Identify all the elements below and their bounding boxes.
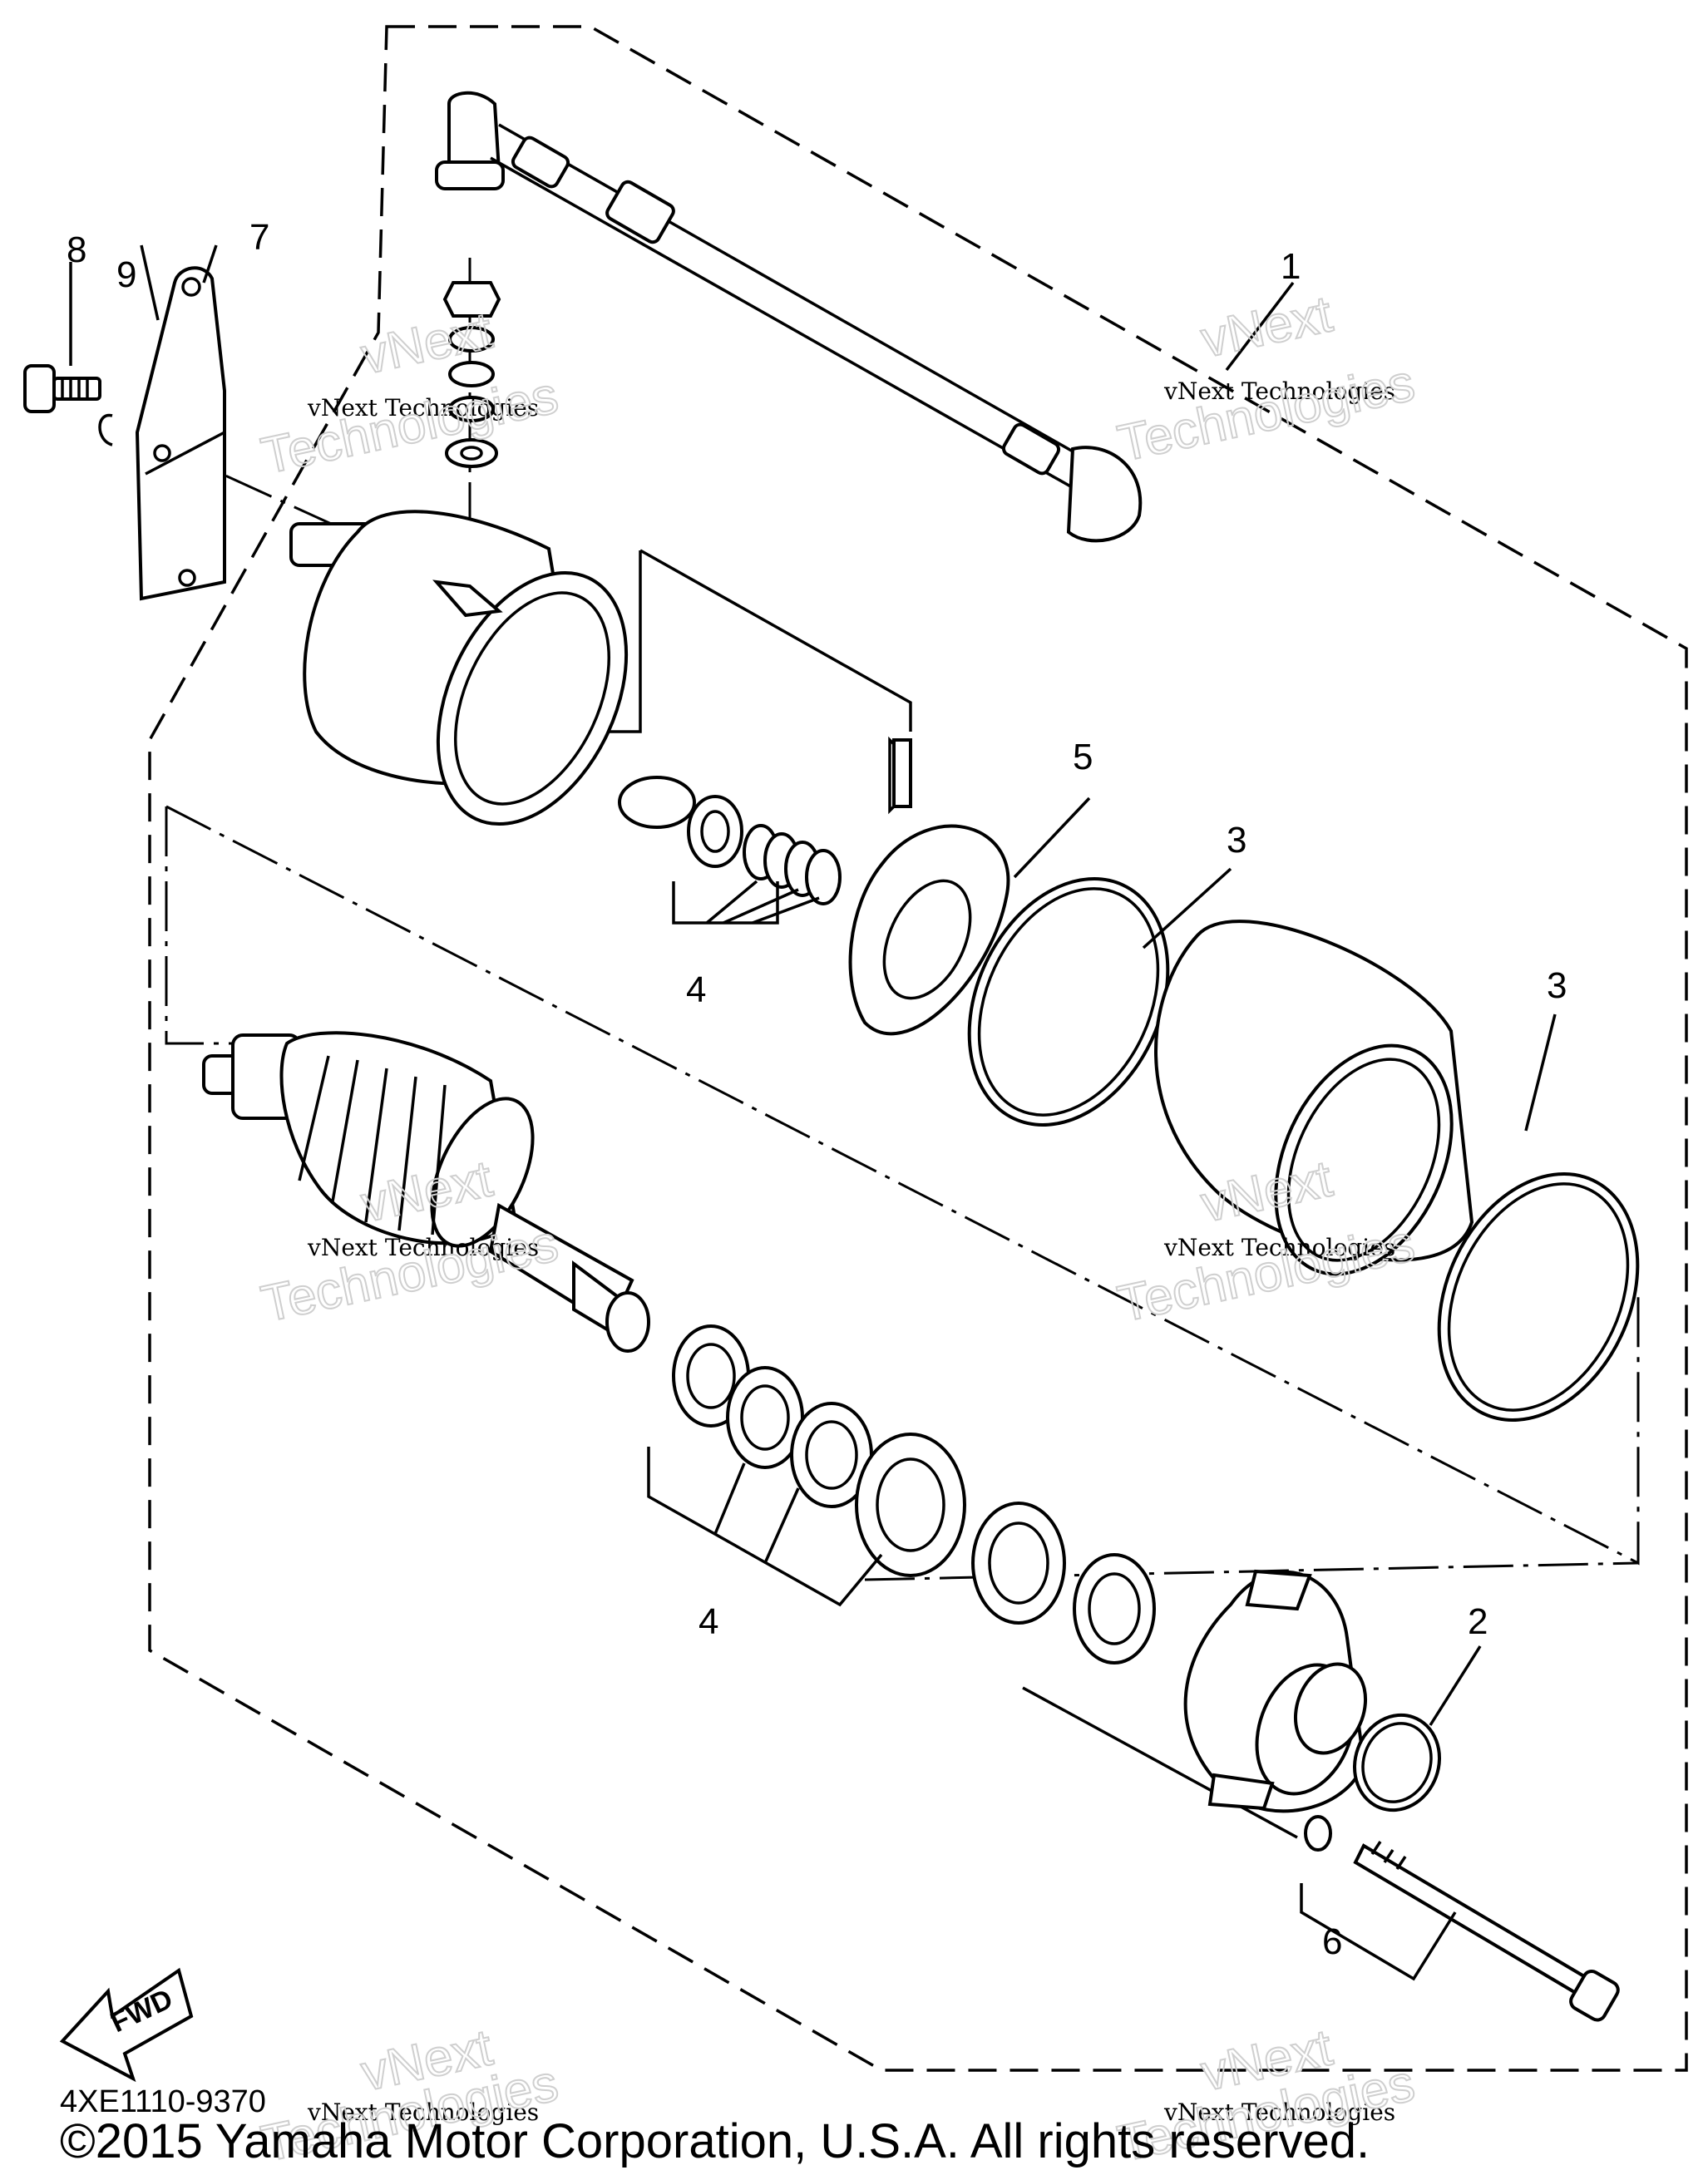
terminal-nut-washers bbox=[442, 281, 501, 468]
bracket-bolt bbox=[23, 364, 101, 413]
fwd-arrow-icon: FWD bbox=[59, 1967, 194, 2083]
callout-9: 9 bbox=[116, 254, 136, 295]
watermark-small-2: vNext Technologies bbox=[1163, 377, 1395, 405]
assembly-boundary-dashed bbox=[148, 25, 1688, 2072]
alignment-line-bolt bbox=[1022, 1686, 1298, 1839]
o-ring bbox=[1352, 1713, 1442, 1812]
armature bbox=[202, 1031, 650, 1353]
watermark-big-b1: Technologies bbox=[257, 367, 563, 486]
watermark-small-3: vNext Technologies bbox=[307, 1234, 539, 1261]
callout-3-right: 3 bbox=[1547, 965, 1567, 1006]
copyright-notice: ©2015 Yamaha Motor Corporation, U.S.A. A… bbox=[60, 2114, 1370, 2168]
yoke-assembly bbox=[967, 877, 1640, 1422]
callout-5: 5 bbox=[1073, 737, 1093, 777]
rear-cover bbox=[289, 510, 629, 826]
front-cover bbox=[1183, 1569, 1368, 1813]
callout-3-upper: 3 bbox=[1227, 820, 1246, 861]
watermark-small-6: vNext Technologies bbox=[1163, 2098, 1395, 2126]
watermark-small-5: vNext Technologies bbox=[307, 2098, 539, 2126]
lead-wire bbox=[435, 91, 1143, 543]
circlip bbox=[98, 413, 113, 446]
alignment-line-terminal bbox=[599, 549, 912, 733]
watermark-big-b2: Technologies bbox=[1113, 354, 1419, 473]
watermark-small-1: vNext Technologies bbox=[307, 394, 539, 422]
callout-4-upper: 4 bbox=[686, 969, 706, 1010]
callout-4-lower: 4 bbox=[699, 1601, 718, 1642]
watermark-big-b4: Technologies bbox=[1113, 1215, 1419, 1334]
watermark-small-4: vNext Technologies bbox=[1163, 1234, 1395, 1261]
alignment-line-lower bbox=[864, 1561, 1639, 1581]
through-bolt bbox=[1300, 1815, 1620, 2022]
alignment-line-main bbox=[165, 806, 241, 1045]
bearing-and-bushing bbox=[971, 1502, 1156, 1664]
motor-bracket bbox=[135, 266, 226, 601]
leader-lines bbox=[69, 244, 1557, 1726]
callout-6: 6 bbox=[1322, 1921, 1342, 1962]
callout-8: 8 bbox=[67, 229, 86, 270]
watermark-big-a2: vNext bbox=[1197, 285, 1337, 368]
o-ring-inner bbox=[1361, 1722, 1433, 1803]
callout-7: 7 bbox=[249, 217, 269, 258]
callout-2: 2 bbox=[1468, 1601, 1488, 1642]
callout-1: 1 bbox=[1281, 246, 1301, 287]
drawing-code: 4XE1110-9370 bbox=[60, 2084, 266, 2119]
brush-holder-parts bbox=[618, 736, 1010, 1036]
shim-washers bbox=[647, 1324, 966, 1607]
